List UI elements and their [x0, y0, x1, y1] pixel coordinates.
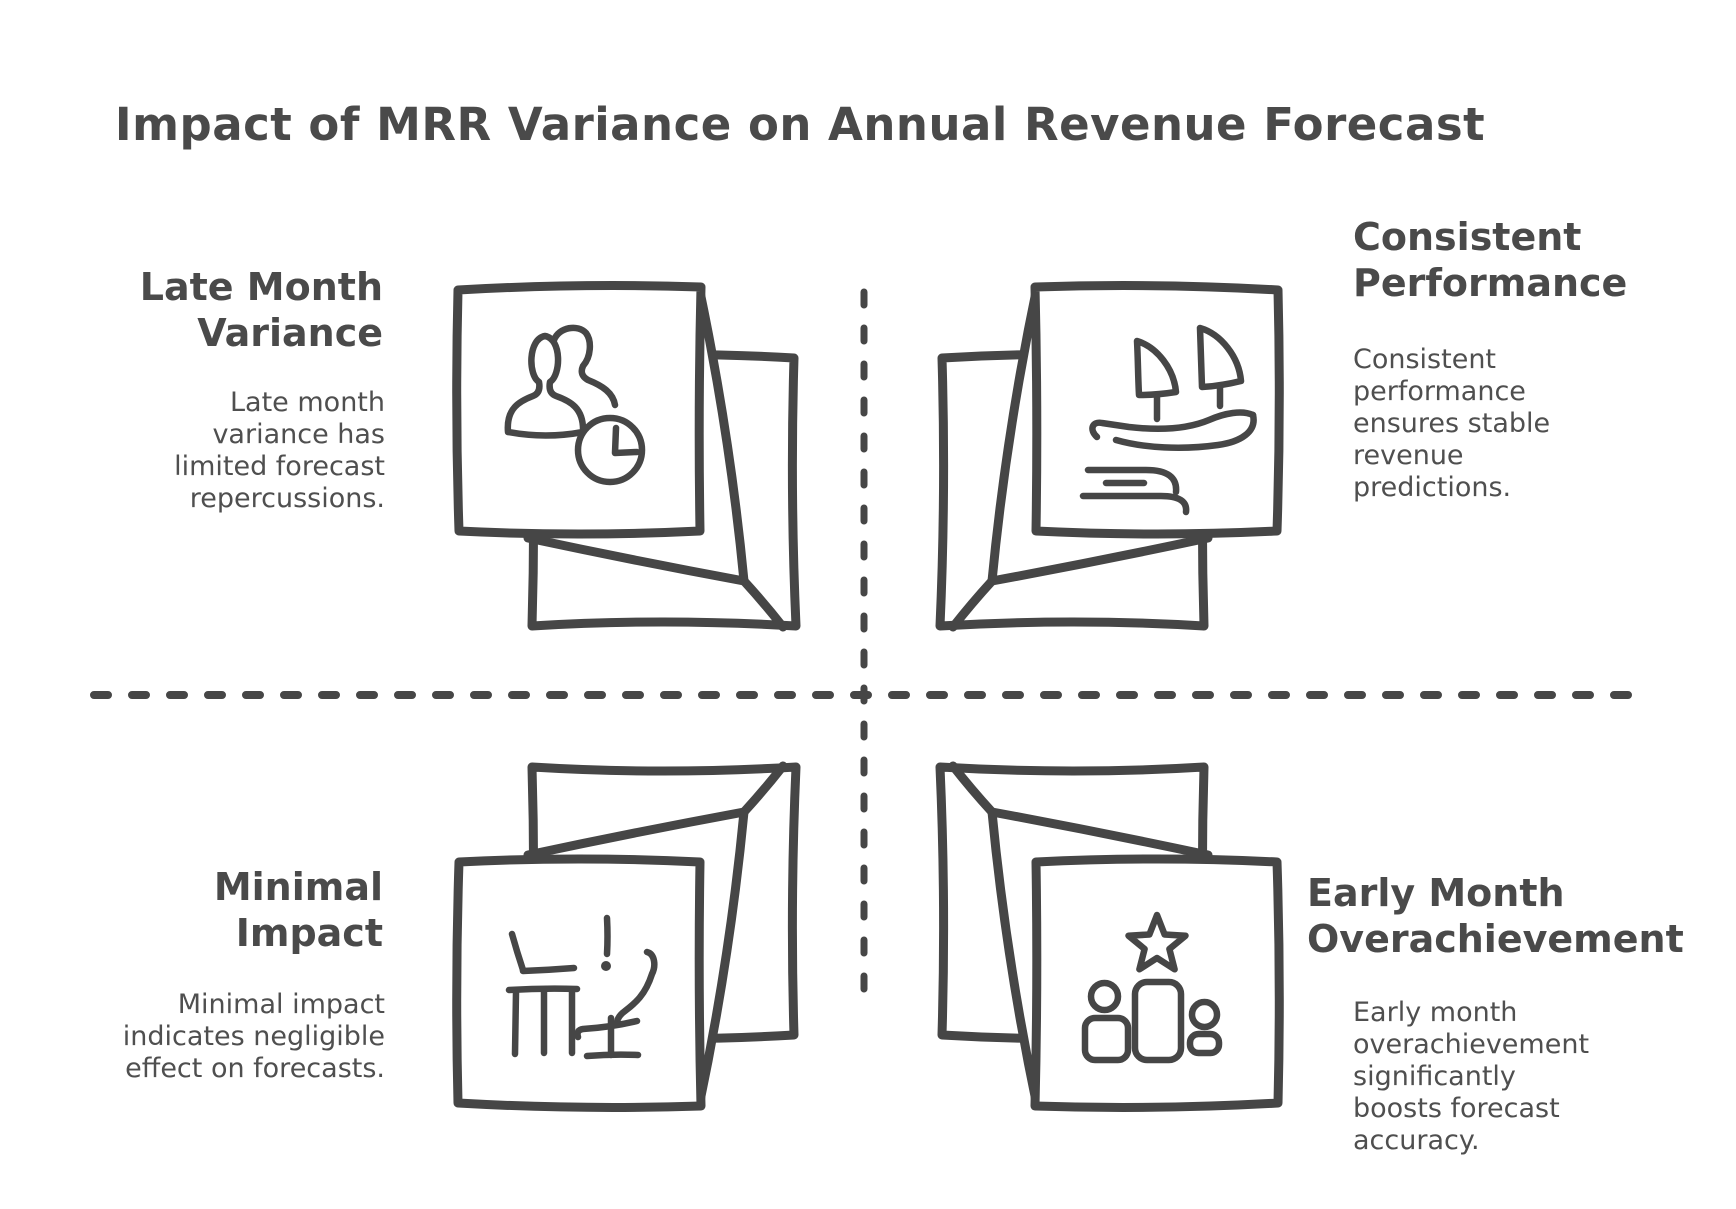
people-clock-glyph: [504, 324, 646, 486]
sailboat-icon: [935, 281, 1284, 632]
folded-note-shape: [935, 761, 1284, 1112]
minimal-impact-heading: Minimal Impact: [213, 865, 383, 955]
page-title: Impact of MRR Variance on Annual Revenue…: [114, 98, 1486, 151]
users-clock-icon: [452, 281, 801, 632]
star-podium-glyph: [1081, 911, 1223, 1064]
early-month-overachievement-heading: Early Month Overachievement: [1307, 871, 1684, 961]
early-month-overachievement-body: Early month overachievement significantl…: [1353, 997, 1590, 1156]
folded-note-shape: [935, 281, 1284, 632]
sailboat-glyph: [1079, 324, 1257, 516]
minimal-impact-body: Minimal impact indicates negligible effe…: [122, 989, 385, 1084]
winner-podium-icon: [935, 761, 1284, 1112]
late-month-variance-body: Late month variance has limited forecast…: [174, 387, 385, 514]
consistent-performance-heading: Consistent Performance: [1353, 215, 1628, 305]
consistent-performance-body: Consistent performance ensures stable re…: [1353, 344, 1551, 503]
desk-chair-glyph: [505, 914, 658, 1060]
late-month-variance-heading: Late Month Variance: [139, 265, 383, 355]
desk-workspace-icon: [452, 761, 801, 1112]
